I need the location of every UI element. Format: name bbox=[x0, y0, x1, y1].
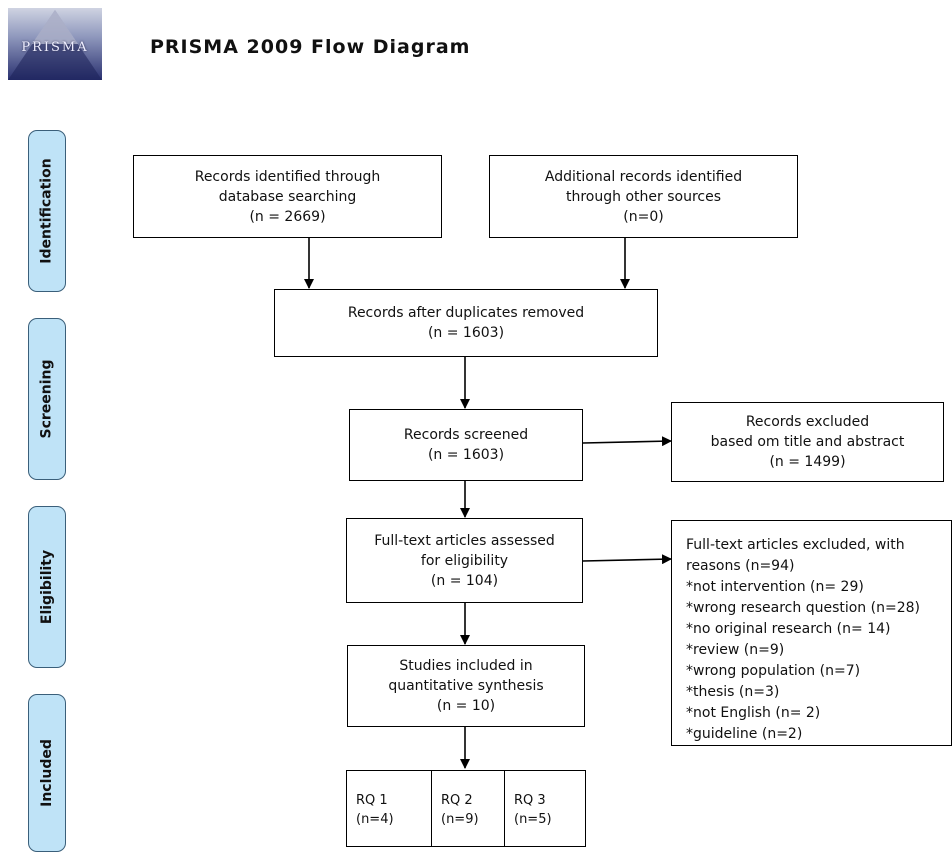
rq-label: RQ 1 bbox=[356, 793, 388, 808]
box-records-excluded: Records excluded based om title and abst… bbox=[671, 402, 944, 482]
rq-count: (n=4) bbox=[356, 812, 394, 827]
exclusion-reason: *not intervention (n= 29) bbox=[686, 579, 864, 595]
box-other-sources: Additional records identified through ot… bbox=[489, 155, 798, 238]
box-line: for eligibility bbox=[420, 552, 509, 569]
arrow-fulltext-to-excluded bbox=[582, 554, 672, 565]
rq-cell-3: RQ 3 (n=5) bbox=[505, 770, 586, 847]
box-line: Records identified through bbox=[194, 168, 381, 185]
rq-label: RQ 3 bbox=[514, 793, 546, 808]
stage-identification: Identification bbox=[28, 130, 66, 292]
rq-count: (n=9) bbox=[441, 812, 479, 827]
rq-cell-1: RQ 1 (n=4) bbox=[346, 770, 432, 847]
exclusion-reason: *not English (n= 2) bbox=[686, 705, 821, 721]
box-line: (n=0) bbox=[623, 208, 664, 225]
box-line: (n = 1499) bbox=[769, 454, 846, 470]
stage-included: Included bbox=[28, 694, 66, 852]
box-line: (n = 1603) bbox=[427, 447, 505, 463]
box-line: Studies included in bbox=[399, 658, 533, 674]
logo-pyramid-graphic bbox=[8, 10, 102, 80]
exclusion-reason: *thesis (n=3) bbox=[686, 684, 780, 700]
box-line: (n = 2669) bbox=[249, 208, 326, 225]
box-line: through other sources bbox=[566, 188, 721, 205]
exclusion-reason: *review (n=9) bbox=[686, 642, 785, 658]
box-line: (n = 1603) bbox=[427, 325, 505, 341]
box-line: Records after duplicates removed bbox=[347, 305, 585, 321]
box-fulltext-excluded: Full-text articles excluded, with reason… bbox=[671, 520, 952, 746]
box-studies-included: Studies included in quantitative synthes… bbox=[347, 645, 585, 727]
exclusion-reason: *no original research (n= 14) bbox=[686, 621, 891, 637]
box-records-screened: Records screened (n = 1603) bbox=[349, 409, 583, 481]
exclusion-line: reasons (n=94) bbox=[686, 558, 795, 574]
rq-count: (n=5) bbox=[514, 812, 552, 827]
box-database-search: Records identified through database sear… bbox=[133, 155, 442, 238]
exclusion-reason: *wrong population (n=7) bbox=[686, 663, 861, 679]
stage-screening: Screening bbox=[28, 318, 66, 480]
arrow-screened-to-excluded bbox=[582, 436, 672, 447]
box-line: Records screened bbox=[403, 427, 529, 443]
box-line: database searching bbox=[218, 188, 357, 205]
page-title: PRISMA 2009 Flow Diagram bbox=[150, 36, 471, 58]
box-line: (n = 10) bbox=[436, 698, 496, 714]
logo-text: PRISMA bbox=[21, 40, 89, 55]
exclusion-reason: *wrong research question (n=28) bbox=[686, 600, 920, 616]
exclusion-reason: *guideline (n=2) bbox=[686, 726, 803, 742]
prisma-logo: PRISMA bbox=[8, 8, 102, 80]
rq-cell-2: RQ 2 (n=9) bbox=[432, 770, 505, 847]
stage-eligibility: Eligibility bbox=[28, 506, 66, 668]
box-line: Additional records identified bbox=[544, 168, 743, 185]
box-line: (n = 104) bbox=[430, 572, 499, 589]
box-line: quantitative synthesis bbox=[388, 678, 544, 694]
rq-label: RQ 2 bbox=[441, 793, 473, 808]
box-line: Full-text articles assessed bbox=[374, 532, 555, 549]
box-fulltext-assessed: Full-text articles assessed for eligibil… bbox=[346, 518, 583, 603]
exclusion-line: Full-text articles excluded, with bbox=[686, 537, 905, 553]
box-line: based om title and abstract bbox=[710, 434, 905, 450]
box-duplicates-removed: Records after duplicates removed (n = 16… bbox=[274, 289, 658, 357]
box-line: Records excluded bbox=[745, 414, 870, 430]
